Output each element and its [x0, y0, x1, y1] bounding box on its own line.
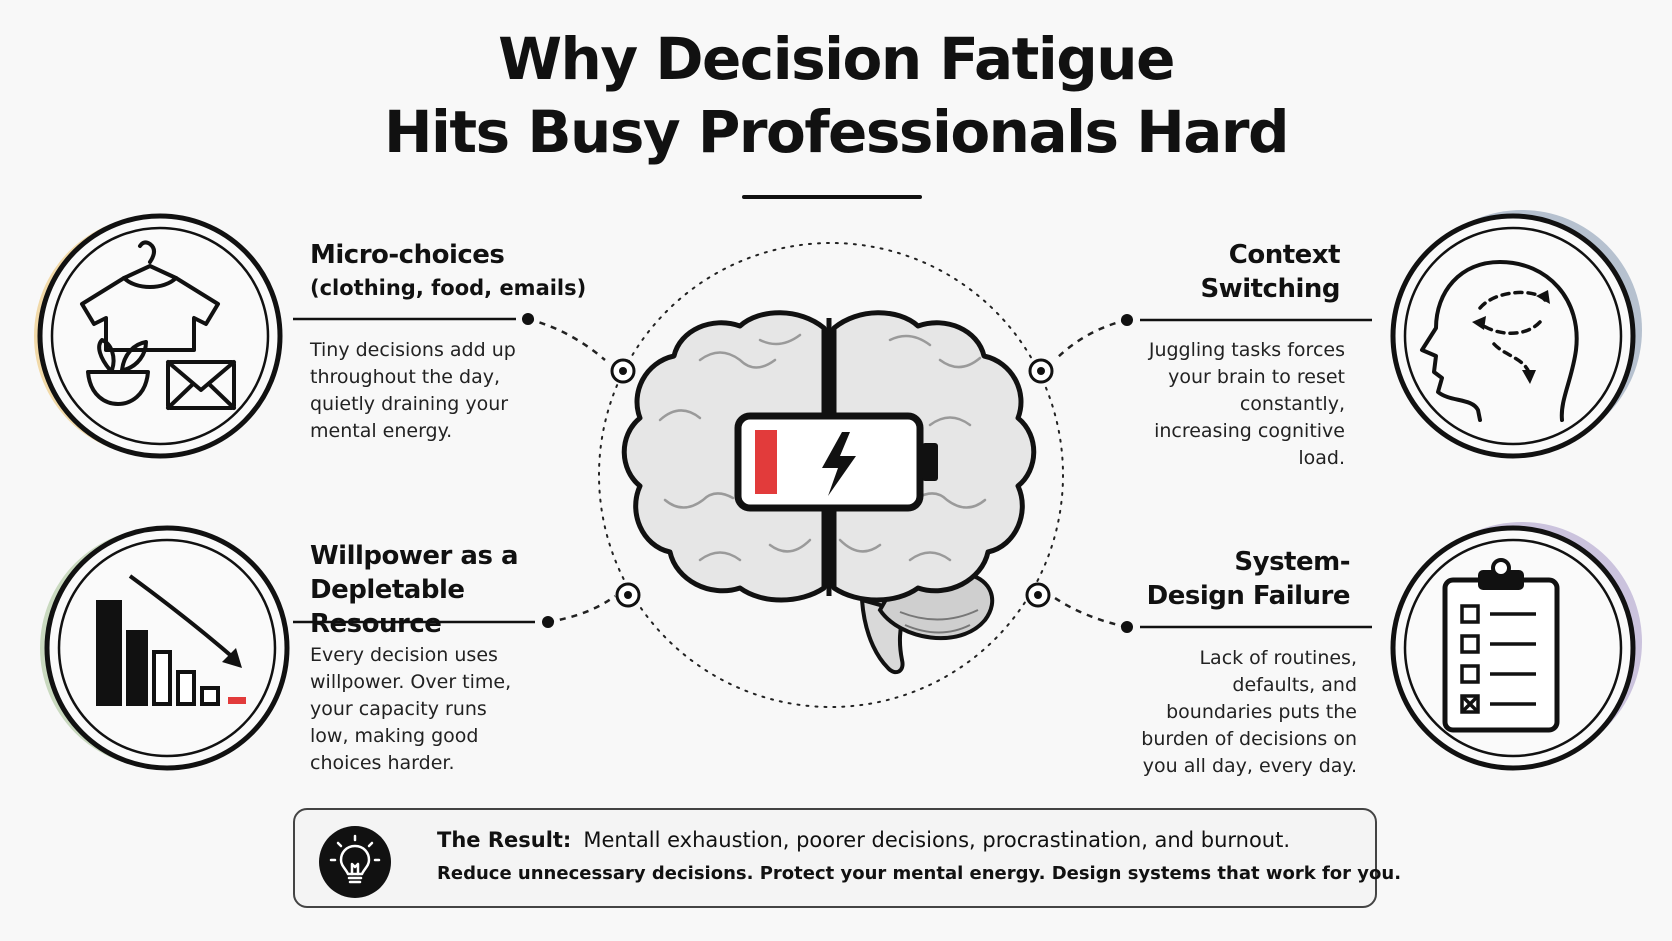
orbit-nodes [610, 358, 1054, 608]
page-title-line2: Hits Busy Professionals Hard [383, 98, 1290, 166]
battery-terminal [922, 443, 938, 481]
result-summary: The Result: Mentall exhaustion, poorer de… [437, 828, 1290, 852]
factor-description-system-design: Lack of routines, defaults, and boundari… [1141, 647, 1357, 777]
result-text: Mentall exhaustion, poorer decisions, pr… [583, 828, 1291, 852]
page-title-line1: Why Decision Fatigue [498, 25, 1175, 93]
declining-bars-icon [40, 525, 290, 771]
lightbulb-icon [319, 826, 391, 898]
result-banner: The Result: Mentall exhaustion, poorer de… [293, 808, 1401, 908]
factor-description-willpower: Every decision uses willpower. Over time… [310, 644, 512, 774]
result-tagline: Reduce unnecessary decisions. Protect yo… [437, 863, 1402, 884]
shirt-food-email-icon [34, 213, 283, 459]
brain-battery-icon [621, 310, 1037, 675]
battery-level [755, 430, 777, 494]
head-with-arrows-icon [1390, 210, 1642, 459]
connector-dot [542, 616, 554, 628]
lightning-icon [822, 432, 856, 496]
connectors [527, 317, 1128, 629]
title-divider [742, 195, 922, 199]
brain-left-hemisphere [621, 310, 827, 603]
factor-subheading-micro-choices: (clothing, food, emails) [310, 276, 587, 300]
connector-dot [522, 313, 534, 325]
clipboard-checklist-icon [1390, 522, 1642, 771]
factor-description-micro-choices: Tiny decisions add up throughout the day… [310, 339, 516, 442]
factor-heading-context-switching: Context Switching [1200, 240, 1340, 304]
connector-dot [1121, 621, 1133, 633]
connector-dot [1121, 314, 1133, 326]
factor-heading-micro-choices: Micro-choices [310, 240, 505, 270]
center-orbit [598, 242, 1064, 708]
result-label: The Result: [437, 828, 572, 852]
factor-heading-willpower: Willpower as a Depletable Resource [310, 541, 519, 639]
factor-heading-system-design: System-Design Failure [1146, 547, 1351, 611]
factor-description-context-switching: Juggling tasks forces your brain to rese… [1148, 339, 1345, 469]
